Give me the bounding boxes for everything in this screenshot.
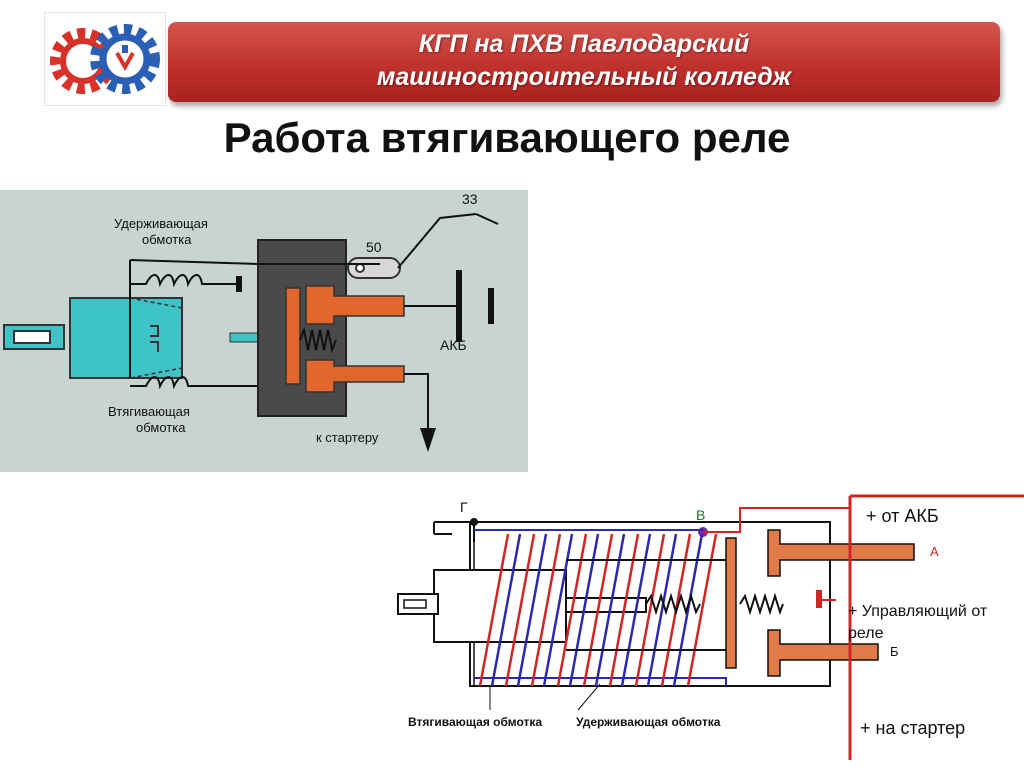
control-relay-label-2: реле — [848, 625, 884, 642]
holding-winding-label-2: обмотка — [142, 232, 192, 247]
plus-to-starter-label: + на стартер — [860, 718, 965, 738]
college-logo — [44, 12, 166, 106]
relay-schematic-color: Удерживающая обмотка Втягивающая обмотка… — [0, 190, 528, 472]
relay-schematic-lines: Г В + от АКБ А + Управляющий от реле Б +… — [397, 494, 1024, 760]
pull-in-winding-label-1: Втягивающая — [108, 404, 190, 419]
banner-line-2: машиностроительный колледж — [376, 63, 792, 91]
point-v-label: В — [696, 507, 705, 523]
control-relay-label-1: + Управляющий от — [848, 603, 988, 620]
college-banner: КГП на ПХВ Павлодарский машиностроительн… — [168, 22, 1000, 102]
contact-b-label: Б — [890, 644, 899, 659]
pull-in-winding-label: Втягивающая обмотка — [408, 715, 542, 729]
slide-title: Работа втягивающего реле — [223, 114, 791, 161]
to-starter-label: к стартеру — [316, 430, 379, 445]
plus-from-battery-label: + от АКБ — [866, 506, 939, 526]
gear-logo-icon — [50, 24, 160, 94]
pull-in-winding-label-2: обмотка — [136, 420, 186, 435]
armature-block — [69, 297, 183, 379]
terminal-50-label: 50 — [366, 239, 382, 255]
holding-winding-label: Удерживающая обмотка — [576, 715, 721, 729]
terminal-33-label: 33 — [462, 191, 478, 207]
banner-line-1: КГП на ПХВ Павлодарский — [418, 30, 750, 58]
holding-winding-label-1: Удерживающая — [114, 216, 208, 231]
battery-label: АКБ — [440, 337, 467, 353]
coil-windings — [478, 533, 718, 687]
point-g-label: Г — [460, 499, 468, 515]
relay-housing — [257, 239, 347, 417]
contact-a-label: А — [930, 544, 939, 559]
